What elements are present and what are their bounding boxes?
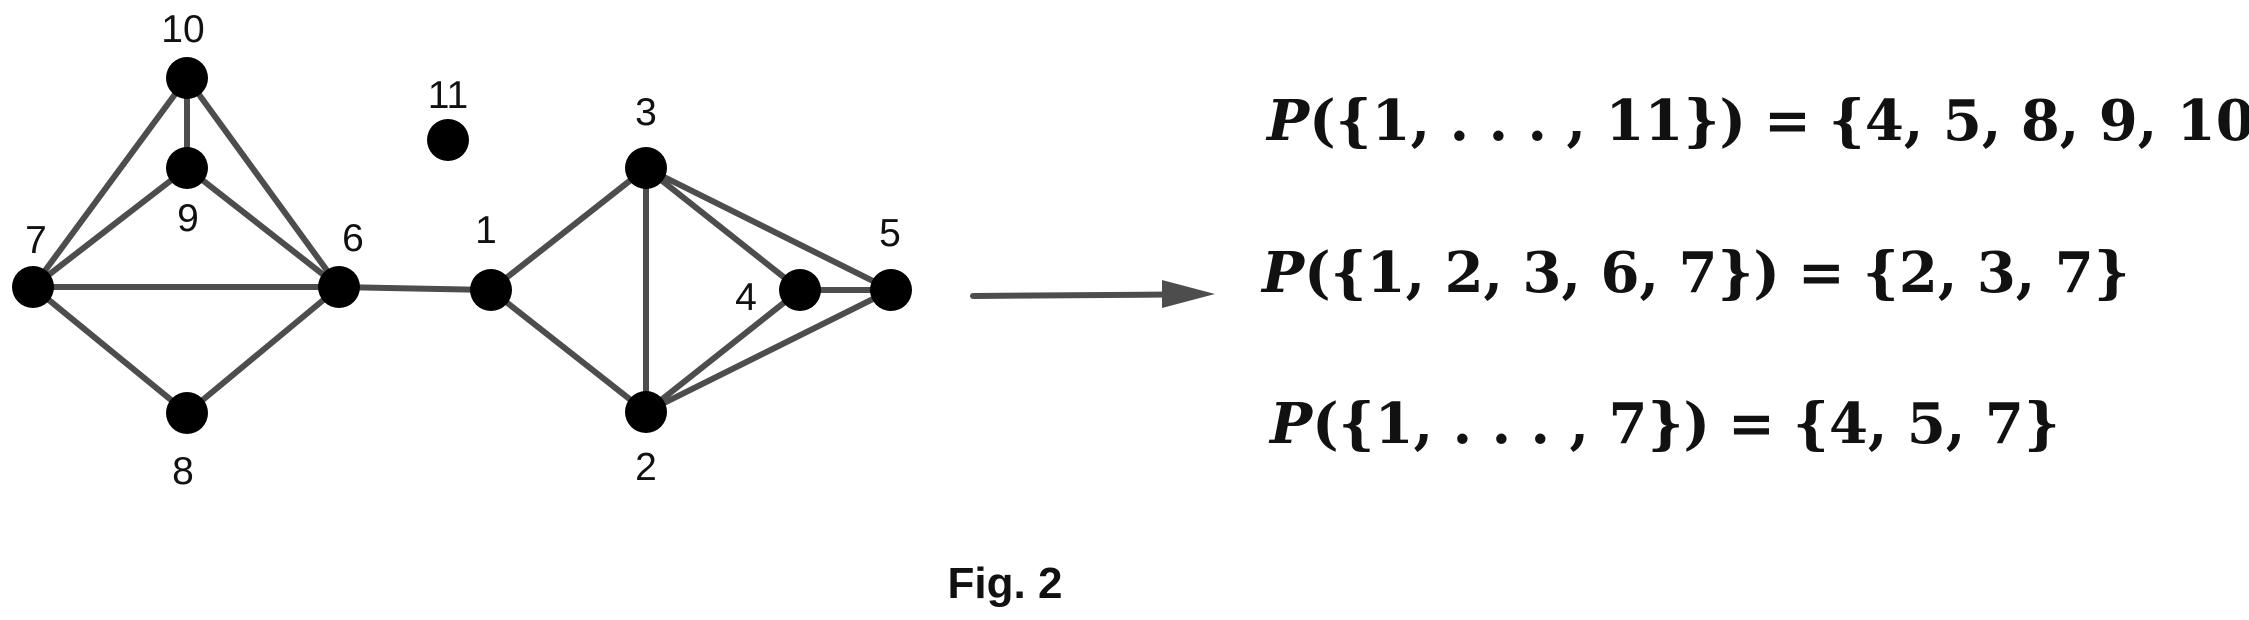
- edge-1-3: [488, 165, 649, 293]
- node-label-6: 6: [342, 217, 364, 260]
- node-8: [166, 392, 208, 434]
- formula-2-eq: =: [1798, 240, 1845, 306]
- edge-10-6: [184, 75, 342, 290]
- edge-2-4: [643, 287, 803, 415]
- node-11: [427, 119, 469, 161]
- edges-layer: [30, 75, 894, 416]
- node-7: [12, 266, 54, 308]
- figure-caption: Fig. 2: [948, 559, 1063, 608]
- edge-10-7: [30, 75, 190, 290]
- arrow-shaft: [970, 291, 1173, 299]
- node-label-10: 10: [161, 8, 204, 51]
- formula-1: P({1, . . . , 11}) = {4, 5, 8, 9, 10, 11}: [1265, 88, 2249, 154]
- formula-3-input: ({1, . . . , 7}): [1312, 391, 1710, 457]
- node-9: [166, 147, 208, 189]
- node-label-11: 11: [428, 74, 469, 117]
- node-6: [318, 266, 360, 308]
- node-label-9: 9: [177, 197, 199, 240]
- formula-2-input: ({1, 2, 3, 6, 7}): [1304, 240, 1780, 306]
- edge-2-5: [643, 287, 894, 415]
- formula-3-eq: =: [1728, 391, 1775, 457]
- arrow: [970, 280, 1215, 308]
- edge-1-2: [488, 287, 649, 415]
- node-label-7: 7: [25, 219, 47, 262]
- node-label-1: 1: [475, 209, 497, 252]
- formula-3-func: P: [1268, 391, 1314, 457]
- edge-7-8: [30, 284, 190, 416]
- node-label-4: 4: [735, 276, 757, 319]
- edge-6-1: [336, 284, 494, 293]
- node-label-2: 2: [635, 446, 657, 489]
- edge-9-7: [30, 165, 190, 290]
- formula-2: P({1, 2, 3, 6, 7}) = {2, 3, 7}: [1260, 240, 2130, 306]
- node-label-5: 5: [879, 212, 901, 255]
- formulas: P({1, . . . , 11})={4, 5, 8, 9, 10, 11} …: [1260, 88, 2249, 457]
- formula-3: P({1, . . . , 7}) = {4, 5, 7}: [1268, 391, 2060, 457]
- node-label-8: 8: [172, 450, 194, 493]
- node-10: [166, 57, 208, 99]
- formula-3-output: {4, 5, 7}: [1793, 391, 2060, 457]
- nodes-layer: [12, 57, 912, 434]
- node-5: [870, 269, 912, 311]
- formula-1-func: P: [1265, 88, 1311, 154]
- edge-8-6: [184, 284, 342, 416]
- formula-1-input: ({1, . . . , 11}): [1309, 88, 1746, 154]
- node-3: [625, 147, 667, 189]
- node-4: [779, 269, 821, 311]
- formula-2-func: P: [1260, 240, 1306, 306]
- node-1: [470, 269, 512, 311]
- edge-9-6: [184, 165, 342, 290]
- node-2: [625, 391, 667, 433]
- formula-1-eq: =: [1764, 88, 1811, 154]
- formula-1-output: {4, 5, 8, 9, 10, 11}: [1829, 88, 2249, 154]
- arrow-head: [1162, 280, 1215, 308]
- edge-3-5: [643, 165, 894, 293]
- formula-2-output: {2, 3, 7}: [1863, 240, 2130, 306]
- edge-3-4: [643, 165, 803, 293]
- node-label-3: 3: [635, 91, 657, 134]
- node-labels: 1 2 3 4 5 6 7 8 9 10 11: [25, 8, 901, 493]
